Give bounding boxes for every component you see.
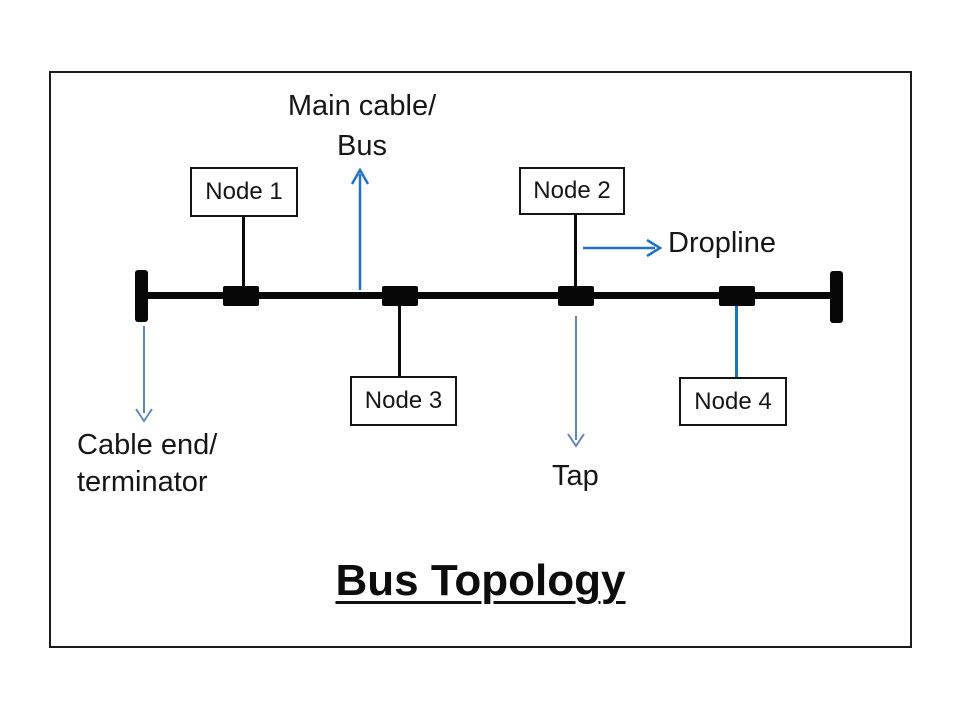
connector-node4 [735, 306, 738, 378]
main-cable-up-arrow [350, 167, 370, 290]
node-box-4: Node 4 [679, 377, 787, 426]
connector-node3 [398, 306, 401, 377]
main-cable-label-line2: Bus [337, 130, 387, 162]
tap-node4 [719, 286, 755, 306]
cable-terminator-left [135, 270, 148, 322]
tap-label: Tap [552, 460, 599, 492]
node-box-2: Node 2 [519, 167, 625, 215]
connector-node1 [242, 217, 245, 288]
connector-node2 [574, 215, 577, 288]
node-box-1: Node 1 [190, 167, 298, 217]
node-box-3: Node 3 [350, 376, 457, 426]
tap-node1 [223, 286, 259, 306]
main-cable-label: Main cable/ Bus [272, 86, 452, 166]
node-label-2: Node 2 [533, 177, 611, 204]
node-label-1: Node 1 [205, 178, 283, 205]
tap-node3 [382, 286, 418, 306]
tap-down-arrow [567, 316, 585, 448]
node-label-4: Node 4 [694, 387, 772, 415]
cable-end-label-line2: terminator [77, 466, 208, 498]
bus-main-cable [146, 292, 830, 299]
cable-end-label-line1: Cable end/ [77, 429, 218, 461]
diagram-title: Bus Topology [335, 556, 626, 605]
cable-end-label: Cable end/ terminator [77, 427, 217, 501]
cable-end-down-arrow [135, 326, 153, 423]
dropline-right-arrow [583, 238, 663, 258]
cable-terminator-right [830, 271, 843, 323]
dropline-label: Dropline [668, 227, 776, 259]
tap-node2 [558, 286, 594, 306]
node-label-3: Node 3 [364, 387, 443, 414]
main-cable-label-line1: Main cable/ [287, 90, 437, 122]
